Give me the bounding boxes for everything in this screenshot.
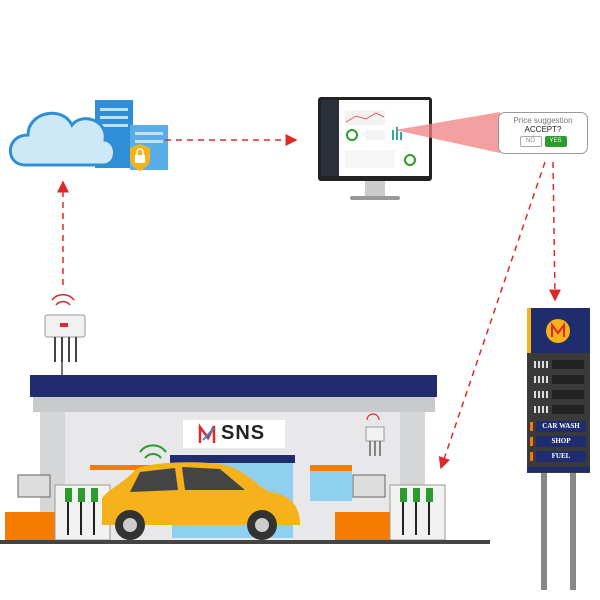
no-button[interactable]: NO	[519, 136, 542, 147]
iot-sensor	[44, 293, 86, 388]
price-pylon	[527, 308, 590, 590]
ground-line	[0, 540, 490, 544]
arrow-popup-to-pylon	[548, 161, 561, 302]
popup-title: Price suggestion	[513, 116, 573, 125]
popup-question: ACCEPT?	[524, 125, 562, 134]
fuel-pump-left	[54, 484, 111, 541]
dashboard-monitor	[318, 97, 432, 200]
price-suggestion-popup: Price suggestion ACCEPT? NO YES	[498, 112, 588, 154]
yes-button[interactable]: YES	[544, 136, 567, 147]
pylon-item-shop: SHOP	[530, 436, 586, 447]
connected-car	[102, 444, 300, 540]
security-shield-icon	[130, 144, 150, 171]
pylon-item-fuel: FUEL	[530, 451, 586, 462]
fuel-pump-right	[389, 484, 446, 541]
brand-logo-icon	[546, 319, 570, 343]
cloud-icon	[8, 111, 116, 167]
arrow-popup-to-station	[438, 161, 546, 470]
pylon-item-car-wash: CAR WASH	[530, 421, 586, 432]
station-brand-text: SNS	[221, 422, 266, 444]
highlight-beam	[395, 112, 500, 153]
